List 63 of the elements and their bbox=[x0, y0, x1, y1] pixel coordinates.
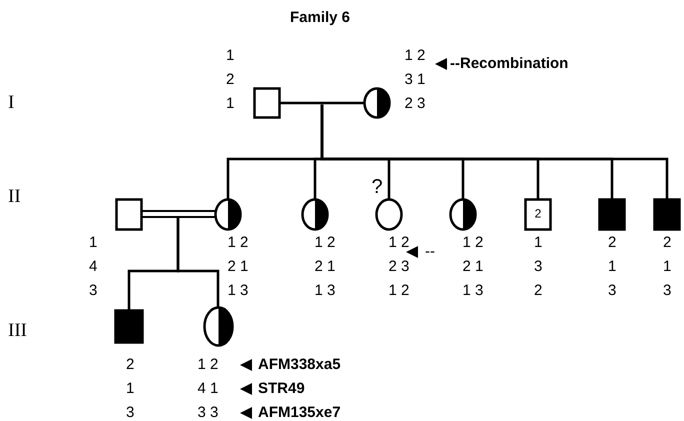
allele-numbers: 2 1 bbox=[228, 258, 248, 276]
generation-label: III bbox=[8, 320, 27, 342]
allele-numbers: 1 2 bbox=[404, 47, 426, 65]
allele-numbers: 1 bbox=[534, 234, 542, 252]
allele-numbers: 3 bbox=[534, 258, 542, 276]
allele-numbers: 1 bbox=[226, 47, 234, 65]
allele-numbers: 1 bbox=[663, 258, 672, 276]
carrier-female-circle bbox=[202, 306, 234, 346]
allele-numbers: 1 bbox=[608, 258, 616, 276]
allele-numbers: 3 bbox=[126, 404, 134, 421]
allele-numbers: 2 3 bbox=[388, 258, 410, 276]
individual-number: 2 bbox=[534, 208, 542, 220]
consanguinity-line bbox=[140, 210, 216, 218]
carrier-female-circle bbox=[301, 198, 329, 230]
descent-line bbox=[176, 218, 220, 307]
mating-line bbox=[280, 102, 364, 104]
male-square bbox=[524, 198, 552, 230]
carrier-female-circle bbox=[449, 198, 477, 230]
allele-numbers: 2 bbox=[226, 71, 234, 89]
allele-numbers: 1 2 bbox=[314, 234, 336, 252]
allele-numbers: 4 1 bbox=[198, 380, 218, 398]
marker-label: AFM135xe7 bbox=[258, 404, 341, 421]
descent-line bbox=[320, 104, 668, 199]
marker-label: AFM338xa5 bbox=[258, 356, 341, 374]
allele-numbers: 2 bbox=[663, 234, 672, 252]
allele-numbers: 1 2 bbox=[388, 282, 410, 300]
diagram-title: Family 6 bbox=[290, 9, 350, 27]
allele-numbers: 3 bbox=[608, 282, 616, 300]
allele-numbers: 2 bbox=[608, 234, 616, 252]
marker-label: STR49 bbox=[258, 380, 305, 398]
affected-male-square bbox=[653, 198, 681, 230]
affected-male-square bbox=[598, 198, 626, 230]
pointer-label: -- bbox=[425, 243, 435, 261]
allele-numbers: 1 3 bbox=[314, 282, 336, 300]
allele-numbers: 1 bbox=[126, 380, 134, 398]
allele-numbers: 1 3 bbox=[462, 282, 484, 300]
allele-numbers: 4 bbox=[89, 258, 98, 276]
allele-numbers: 3 bbox=[663, 282, 672, 300]
male-square bbox=[115, 198, 143, 230]
question-mark: ? bbox=[372, 176, 383, 198]
allele-numbers: 2 bbox=[126, 356, 134, 374]
allele-numbers: 1 2 bbox=[228, 234, 248, 252]
allele-numbers: 2 1 bbox=[314, 258, 336, 276]
generation-label: I bbox=[8, 92, 14, 114]
carrier-female-circle bbox=[214, 198, 242, 230]
allele-numbers: 1 2 bbox=[388, 234, 410, 252]
affected-male-square bbox=[114, 308, 144, 344]
marker-label: --Recombination bbox=[450, 55, 568, 73]
allele-numbers: 3 1 bbox=[404, 71, 426, 89]
allele-numbers: 2 bbox=[534, 282, 542, 300]
carrier-female-circle bbox=[363, 87, 391, 119]
allele-numbers: 1 bbox=[89, 234, 98, 252]
allele-numbers: 1 bbox=[226, 95, 234, 113]
allele-numbers: 3 bbox=[89, 282, 98, 300]
allele-numbers: 2 3 bbox=[404, 95, 426, 113]
generation-label: II bbox=[8, 186, 21, 208]
allele-numbers: 1 3 bbox=[228, 282, 248, 300]
allele-numbers: 2 1 bbox=[462, 258, 484, 276]
allele-numbers: 1 2 bbox=[198, 356, 218, 374]
male-square bbox=[253, 87, 281, 119]
female-circle bbox=[375, 198, 403, 230]
allele-numbers: 3 3 bbox=[198, 404, 218, 421]
allele-numbers: 1 2 bbox=[462, 234, 484, 252]
